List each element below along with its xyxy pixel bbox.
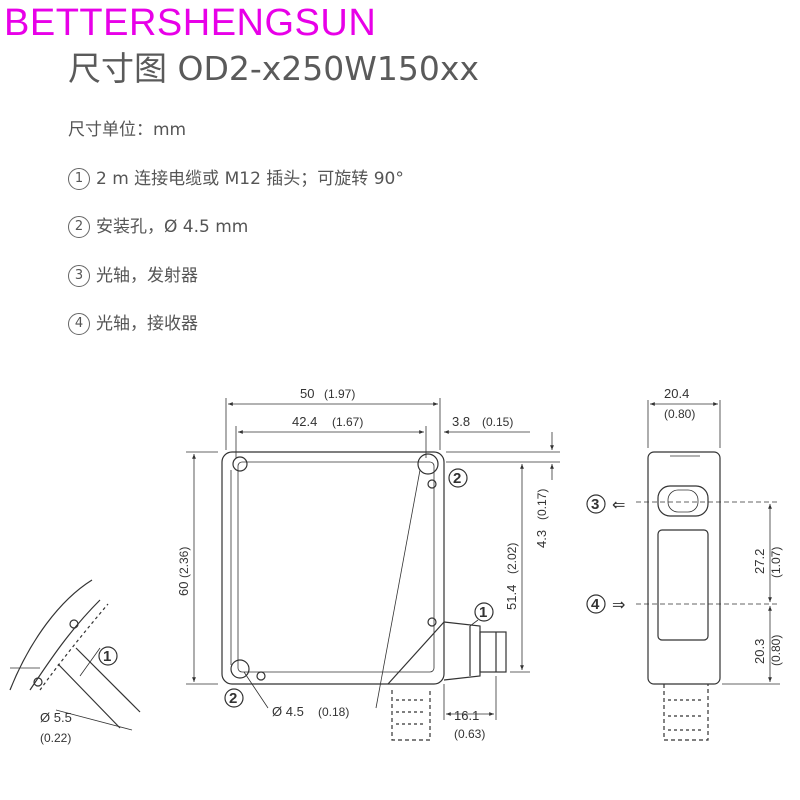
dim-bottom-in: (0.80) xyxy=(769,635,783,666)
svg-text:2: 2 xyxy=(453,470,461,487)
dim-mid-height: 51.4 xyxy=(504,585,519,610)
front-dimensions xyxy=(186,398,560,720)
dim-cable: Ø 5.5 xyxy=(40,710,72,725)
note-number: 2 xyxy=(68,216,90,238)
dim-top-offset: 4.3 xyxy=(534,530,549,548)
receiver-window xyxy=(657,529,709,641)
arrow-left-icon: ⇐ xyxy=(612,497,625,514)
units-note: 尺寸单位：mm xyxy=(68,120,187,140)
dim-height: 60 xyxy=(176,582,191,596)
dim-inner-width-in: (1.67) xyxy=(332,415,363,429)
callout-4: 4 ⇒ xyxy=(586,594,625,614)
callout-2-bottom: 2 xyxy=(224,688,244,708)
svg-text:2: 2 xyxy=(229,690,237,707)
dim-cable-in: (0.22) xyxy=(40,731,71,745)
emitter-window xyxy=(657,485,709,517)
side-housing xyxy=(647,451,721,685)
connector-drawing xyxy=(387,621,507,741)
callout-1-detail: 1 xyxy=(98,646,118,666)
watermark-text: BETTERSHENGSUN xyxy=(4,2,377,44)
svg-text:1: 1 xyxy=(479,604,487,621)
dim-hole: Ø 4.5 xyxy=(272,704,304,719)
housing-face xyxy=(237,461,435,673)
front-view xyxy=(221,451,507,741)
note-text: 光轴，接收器 xyxy=(96,314,198,334)
note-item: 4 光轴，接收器 xyxy=(68,312,404,361)
svg-text:1: 1 xyxy=(103,648,111,665)
dim-axis-gap: 27.2 xyxy=(752,549,767,574)
screw-icon xyxy=(256,671,266,681)
dim-width: 50 xyxy=(300,386,314,401)
dim-width-in: (1.97) xyxy=(324,387,355,401)
arrow-right-icon: ⇒ xyxy=(612,597,625,614)
note-number: 1 xyxy=(68,167,90,190)
svg-text:3: 3 xyxy=(591,496,599,513)
note-text: 光轴，发射器 xyxy=(96,265,198,286)
dim-side-width-in: (0.80) xyxy=(664,407,695,421)
notes-list: 尺寸单位：mm 1 2 m 连接电缆或 M12 插头；可旋转 90° 2 安装孔，Ø… xyxy=(68,118,404,361)
note-item: 1 2 m 连接电缆或 M12 插头；可旋转 90° xyxy=(68,167,404,216)
mount-hole-icon xyxy=(230,659,250,679)
note-text: 2 m 连接电缆或 M12 插头；可旋转 90° xyxy=(96,168,404,189)
dim-side-width: 20.4 xyxy=(664,386,689,401)
note-item: 3 光轴，发射器 xyxy=(68,264,404,313)
svg-text:4: 4 xyxy=(591,596,600,613)
screw-icon xyxy=(69,619,79,629)
screw-icon xyxy=(427,479,437,489)
screw-icon xyxy=(427,617,437,627)
dim-bottom: 20.3 xyxy=(752,639,767,664)
dim-axis-gap-in: (1.07) xyxy=(769,547,783,578)
callout-2-top: 2 xyxy=(448,468,468,488)
note-number: 3 xyxy=(68,264,90,287)
dim-hole-in: (0.18) xyxy=(318,705,349,719)
callout-1-front: 1 xyxy=(474,602,494,622)
screw-icon xyxy=(33,677,43,687)
note-text: 安装孔，Ø 4.5 mm xyxy=(96,217,249,237)
side-view xyxy=(647,451,721,741)
dim-offset: 3.8 xyxy=(452,414,470,429)
page-title: 尺寸图 OD2-x250W150xx xyxy=(68,49,479,88)
dim-height-in: (2.36) xyxy=(177,547,191,578)
dim-inner-width: 42.4 xyxy=(292,414,317,429)
note-number: 4 xyxy=(68,313,90,335)
side-dimensions xyxy=(636,400,780,685)
note-item: 2 安装孔，Ø 4.5 mm xyxy=(68,215,404,264)
dim-connector-in: (0.63) xyxy=(454,727,485,741)
dim-connector: 16.1 xyxy=(454,708,479,723)
dim-mid-height-in: (2.02) xyxy=(505,543,519,574)
detail-view xyxy=(9,579,141,731)
dim-offset-in: (0.15) xyxy=(482,415,513,429)
dim-top-offset-in: (0.17) xyxy=(535,489,549,520)
callout-3: 3 ⇐ xyxy=(586,494,625,514)
housing-outline xyxy=(221,451,445,685)
mount-hole-icon xyxy=(417,453,439,475)
mount-hole-icon xyxy=(232,456,248,472)
